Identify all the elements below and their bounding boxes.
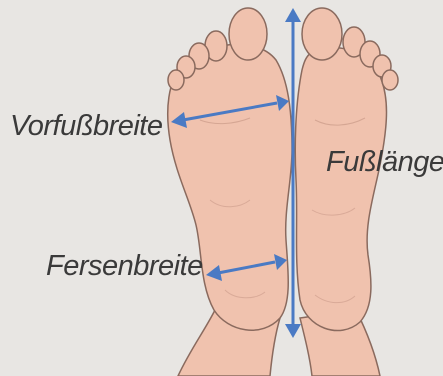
left-toe-5 — [168, 70, 184, 90]
right-foot-illustration — [295, 8, 398, 376]
left-sole — [168, 44, 292, 330]
foot-length-label: Fußlänge — [326, 148, 443, 177]
right-toe-5 — [382, 70, 398, 90]
left-foot-illustration — [168, 8, 292, 376]
right-toe-big — [302, 8, 342, 60]
heel-width-label: Fersenbreite — [46, 252, 203, 281]
forefoot-width-label: Vorfußbreite — [10, 112, 163, 141]
left-toe-big — [229, 8, 267, 60]
right-sole — [295, 47, 386, 330]
